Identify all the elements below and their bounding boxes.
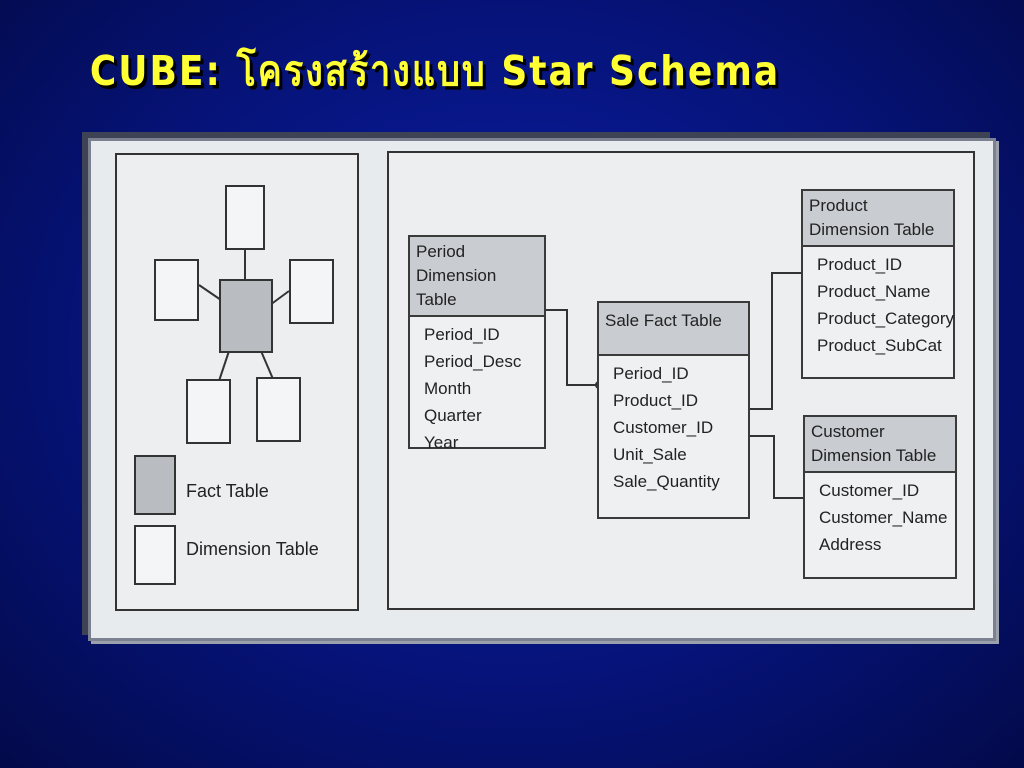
mini-dimension-top [225,185,265,250]
field-product-subcat: Product_SubCat [817,336,942,355]
legend-fact-swatch [134,455,176,515]
link-customer [738,435,809,499]
field-list: Product_ID Product_Name Product_Category… [803,247,955,359]
field-unit-sale: Unit_Sale [613,445,687,464]
mini-dimension-right [289,259,334,324]
mini-dimension-left [154,259,199,321]
field-sale-quantity: Sale_Quantity [613,472,720,491]
field-quarter: Quarter [424,406,482,425]
slide-title: CUBE: โครงสร้างแบบ Star Schema [89,48,781,96]
legend-dimension-swatch [134,525,176,585]
field-customer-id: Customer_ID [613,418,714,437]
product-dimension-table: Product Dimension Table Product_ID Produ… [801,189,955,379]
table-header: Period Dimension Table [410,237,544,317]
field-period-id: Period_ID [424,325,500,344]
mini-dimension-bottom-left [186,379,231,444]
link-product [738,272,807,410]
sale-fact-table: Sale Fact Table Period_ID Product_ID Cus… [597,301,750,519]
diagram-panel: Fact Table Dimension Table Period Dimens… [88,138,996,641]
field-period-id: Period_ID [613,364,689,383]
mini-fact-center [219,279,273,353]
field-month: Month [424,379,472,398]
field-customer-name: Customer_Name [819,508,948,527]
mini-dimension-bottom-right [256,377,301,442]
table-header: Product Dimension Table [803,191,953,247]
customer-dimension-table: Customer Dimension Table Customer_ID Cus… [803,415,957,579]
field-list: Customer_ID Customer_Name Address [805,473,955,558]
field-period-desc: Period_Desc [424,352,522,371]
field-address: Address [819,535,882,554]
legend-dimension-label: Dimension Table [186,539,319,559]
sales-star-schema: Period Dimension Table Period_ID Period_… [387,151,975,610]
field-product-id: Product_ID [817,255,903,274]
table-header: Customer Dimension Table [805,417,955,473]
field-list: Period_ID Period_Desc Month Quarter Year [410,317,544,456]
legend-fact-label: Fact Table [186,481,269,501]
table-header: Sale Fact Table [599,303,748,356]
link-period [537,309,599,386]
field-list: Period_ID Product_ID Customer_ID Unit_Sa… [599,356,748,495]
period-dimension-table: Period Dimension Table Period_ID Period_… [408,235,546,452]
field-product-id: Product_ID [613,391,699,410]
star-schema-overview: Fact Table Dimension Table [115,153,359,611]
field-year: Year [424,433,459,452]
field-product-category: Product_Category [817,309,955,328]
overview-connectors [198,238,290,382]
field-product-name: Product_Name [817,282,931,301]
field-customer-id: Customer_ID [819,481,920,500]
